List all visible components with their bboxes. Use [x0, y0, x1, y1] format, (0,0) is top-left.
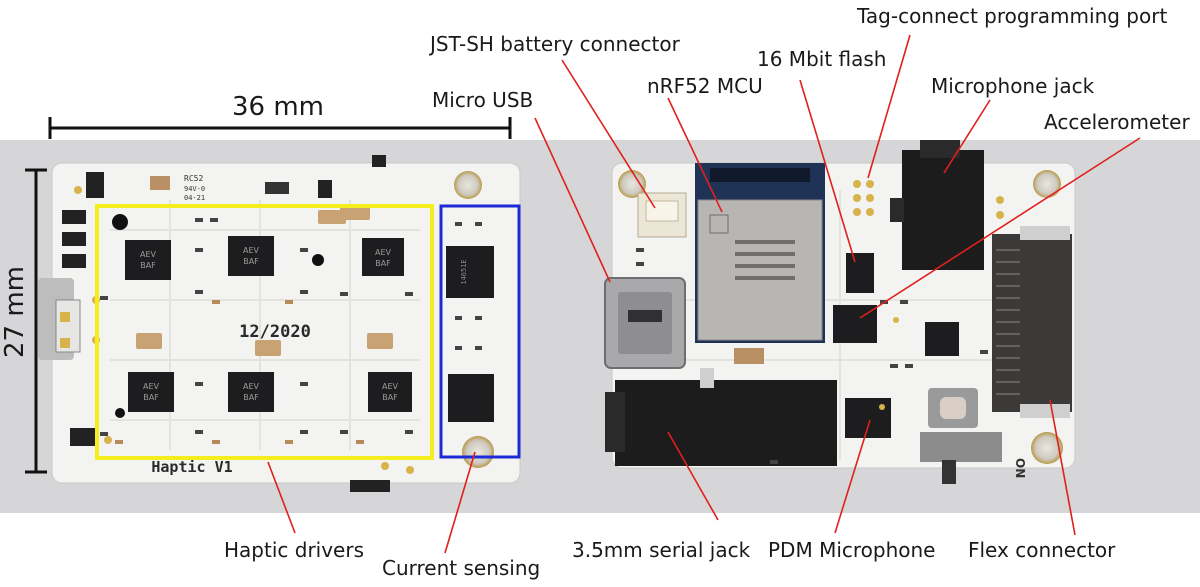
- svg-text:BAF: BAF: [143, 393, 159, 402]
- label-haptic-drivers: Haptic drivers: [224, 538, 364, 562]
- leader-mcu: [667, 97, 723, 213]
- leader-usb: [534, 117, 611, 283]
- current-sensing-chip: 14651E: [446, 246, 494, 298]
- leader-serial: [667, 431, 719, 521]
- board-code: RC52: [184, 174, 203, 183]
- left-board: RC52 94V-0 04-21 AEV BAF AEV BAF AEV BAF: [38, 155, 521, 492]
- svg-text:AEV: AEV: [243, 382, 260, 391]
- label-pdm-microphone: PDM Microphone: [768, 538, 936, 562]
- serial-jack: [615, 380, 837, 466]
- haptic-chip: AEV BAF: [228, 236, 274, 276]
- label-jst-battery: JST-SH battery connector: [430, 32, 680, 56]
- height-dimension-line: [25, 168, 47, 474]
- svg-text:BAF: BAF: [243, 393, 259, 402]
- board-name: Haptic V1: [151, 458, 232, 476]
- mount-hole: [462, 436, 494, 468]
- flash-chip: [846, 253, 874, 293]
- leader-tag: [867, 34, 911, 179]
- microphone-jack: [902, 150, 984, 270]
- leader-flex: [1049, 399, 1076, 536]
- leader-haptic: [267, 461, 296, 534]
- svg-text:BAF: BAF: [375, 259, 391, 268]
- haptic-drivers-box: [95, 204, 434, 460]
- mount-hole: [454, 171, 482, 199]
- label-micro-usb: Micro USB: [432, 88, 534, 112]
- svg-text:AEV: AEV: [243, 246, 260, 255]
- flex-connector: [992, 234, 1072, 412]
- svg-text:AEV: AEV: [382, 382, 399, 391]
- svg-text:AEV: AEV: [375, 248, 392, 257]
- leader-accel: [859, 137, 1141, 319]
- haptic-chip: AEV BAF: [125, 240, 171, 280]
- label-tag-connect: Tag-connect programming port: [857, 4, 1168, 28]
- label-nrf52: nRF52 MCU: [647, 74, 763, 98]
- svg-text:BAF: BAF: [382, 393, 398, 402]
- svg-text:AEV: AEV: [143, 382, 160, 391]
- label-mic-jack: Microphone jack: [931, 74, 1095, 98]
- svg-text:BAF: BAF: [243, 257, 259, 266]
- on-mark: ON: [1013, 458, 1027, 478]
- haptic-chip: AEV BAF: [128, 372, 174, 412]
- label-serial-jack: 3.5mm serial jack: [572, 538, 751, 562]
- leader-flash: [799, 79, 856, 263]
- board-date: 12/2020: [239, 322, 311, 342]
- leader-lines: [267, 34, 1141, 554]
- svg-text:AEV: AEV: [140, 250, 157, 259]
- height-dimension-label: 27 mm: [0, 265, 30, 358]
- label-accelerometer: Accelerometer: [1044, 110, 1190, 134]
- power-switch: [920, 432, 1002, 462]
- current-sensing-box: [439, 204, 521, 459]
- width-dimension-label: 36 mm: [232, 92, 325, 122]
- leader-micjack: [943, 99, 991, 174]
- width-dimension-line: [48, 117, 512, 139]
- board-code-sub: 94V-0: [184, 185, 205, 193]
- label-flex-connector: Flex connector: [968, 538, 1116, 562]
- tag-connect-pads: [853, 180, 874, 216]
- leader-jst: [561, 59, 656, 209]
- svg-text:BAF: BAF: [140, 261, 156, 270]
- leader-pdm: [834, 419, 871, 534]
- haptic-chip: AEV BAF: [362, 238, 404, 276]
- haptic-chip: AEV BAF: [228, 372, 274, 412]
- label-current-sensing: Current sensing: [382, 556, 541, 580]
- current-sensing-chip: [448, 374, 494, 422]
- svg-text:14651E: 14651E: [460, 259, 468, 284]
- nrf52-shield-can: [697, 199, 823, 341]
- haptic-chip: AEV BAF: [368, 372, 412, 412]
- leader-current: [444, 451, 476, 554]
- board-code-sub2: 04-21: [184, 194, 205, 202]
- right-board: ON: [604, 140, 1076, 484]
- label-flash: 16 Mbit flash: [757, 47, 887, 71]
- pdm-microphone: [845, 398, 891, 438]
